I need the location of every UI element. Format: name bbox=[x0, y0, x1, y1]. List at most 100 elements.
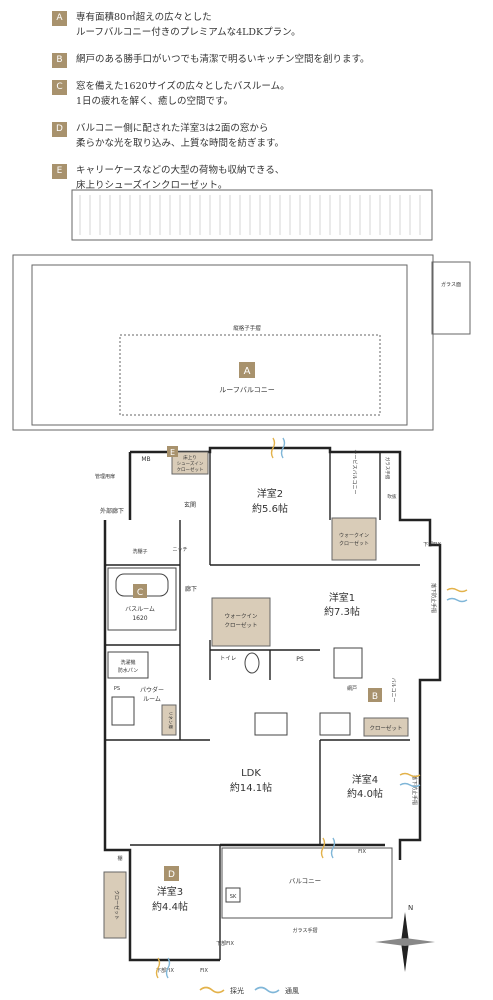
feature-text: キャリーケースなどの大型の荷物も収納できる、 bbox=[76, 165, 285, 176]
sk-box bbox=[225, 887, 241, 903]
glass-rail-label: ガラス手摺 bbox=[384, 457, 391, 480]
bottom-balcony bbox=[221, 847, 393, 919]
badge-b bbox=[368, 688, 382, 702]
fall-prevent-label: 落下防止手摺 bbox=[411, 775, 418, 805]
compass-icon: N bbox=[375, 904, 435, 972]
feature-badge: A bbox=[52, 11, 67, 26]
feature-text: バルコニー側に配された洋室3は2面の窓から bbox=[76, 123, 269, 134]
room3-size: 約4.4帖 bbox=[152, 900, 188, 913]
shoes-closet-label: シューズイン bbox=[177, 460, 204, 467]
balcony-label: バルコニー bbox=[289, 877, 321, 885]
walkin-closet-1 bbox=[211, 597, 271, 647]
feature-item: C 窓を備えた1620サイズの広々としたバスルーム。 1日の疲れを解く、癒しの空間で… bbox=[52, 79, 482, 109]
kitchen-sink bbox=[254, 712, 288, 736]
entrance-label: 玄関 bbox=[184, 501, 196, 509]
fix-label: FIX bbox=[358, 849, 366, 855]
walkin-closet-2 bbox=[331, 517, 377, 561]
linen-storage bbox=[161, 704, 177, 736]
roof-balcony-label: ルーフバルコニー bbox=[219, 386, 274, 394]
bathroom-label: 1620 bbox=[132, 615, 147, 622]
void-label: 吹抜 bbox=[388, 493, 397, 500]
roof-balcony-area bbox=[12, 189, 434, 431]
linen-label: リネン庫 bbox=[167, 711, 174, 729]
ps-label: PS bbox=[296, 656, 304, 663]
fall-prevent-label: 落下防止手摺 bbox=[430, 583, 437, 613]
shoes-closet-label: 床上り bbox=[183, 454, 197, 461]
room1-name: 洋室1 bbox=[329, 591, 355, 604]
walkin-closet-label: ウォークイン bbox=[224, 612, 258, 620]
corridor-label: 廊下 bbox=[185, 585, 197, 593]
service-balcony-label: サービスバルコニー bbox=[351, 450, 358, 495]
room4-size: 約4.0帖 bbox=[347, 787, 383, 800]
svg-text:B: B bbox=[372, 692, 378, 702]
vanity bbox=[111, 696, 135, 726]
walkin-closet-label: ウォークイン bbox=[339, 532, 369, 539]
svg-text:A: A bbox=[244, 366, 251, 377]
feature-item: A 専有面積80㎡超えの広々としたルーフバルコニー付きのプレミアムな4LDKプラン… bbox=[52, 10, 482, 40]
toilet-fixture bbox=[244, 652, 260, 674]
glass-rail-label: ガラス手摺 bbox=[293, 927, 318, 934]
svg-text:E: E bbox=[170, 448, 175, 457]
interior-walls bbox=[105, 452, 420, 960]
air-icon bbox=[254, 986, 280, 994]
room1-size: 約7.3帖 bbox=[324, 605, 360, 618]
feature-item: E キャリーケースなどの大型の荷物も収納できる、床上りシューズインクローゼット。 bbox=[52, 163, 482, 193]
washer-pan bbox=[107, 651, 149, 679]
small-balcony-label: バルコニー bbox=[390, 678, 396, 703]
light-air-marks bbox=[155, 437, 468, 979]
ldk-name: LDK bbox=[241, 768, 261, 779]
bathroom bbox=[107, 567, 177, 631]
air-legend-label: 通風 bbox=[285, 986, 299, 995]
feature-text: 専有面積80㎡超えの広々とした bbox=[76, 12, 212, 23]
shoes-closet bbox=[171, 451, 209, 475]
shelf-label: 棚 bbox=[117, 855, 122, 862]
badge-c bbox=[133, 584, 147, 598]
closet-room3 bbox=[103, 871, 127, 939]
light-legend-label: 採光 bbox=[230, 986, 244, 995]
feature-text: 窓を備えた1620サイズの広々としたバスルーム。 bbox=[76, 81, 290, 92]
svg-text:D: D bbox=[168, 870, 175, 880]
fix-label: FIX bbox=[200, 968, 208, 974]
cooktop bbox=[319, 712, 351, 736]
bath-shelf-label: 洗棚子 bbox=[132, 548, 147, 555]
glass-face-box bbox=[431, 261, 471, 335]
bathroom-label: バスルーム bbox=[125, 606, 155, 613]
fridge-space bbox=[333, 647, 363, 679]
feature-badge: D bbox=[52, 122, 67, 137]
lattice-rail-label: 縦格子手摺 bbox=[233, 324, 261, 332]
powder-label: ルーム bbox=[143, 696, 161, 703]
niche-label: ニッチ bbox=[172, 547, 187, 553]
management-door-label: 管理用扉 bbox=[95, 473, 115, 480]
closet-label: クローゼット bbox=[369, 724, 402, 732]
shoes-closet-label: クローゼット bbox=[177, 466, 204, 473]
washer-label: 防水パン bbox=[118, 667, 138, 674]
room2-size: 約5.6帖 bbox=[252, 502, 288, 515]
walkin-closet-label: クローゼット bbox=[339, 540, 369, 547]
ps-label: PS bbox=[114, 686, 120, 692]
room4-name: 洋室4 bbox=[352, 773, 378, 786]
room2-name: 洋室2 bbox=[257, 487, 283, 500]
feature-badge: B bbox=[52, 53, 67, 68]
mb-label: MB bbox=[141, 456, 150, 463]
lower-fix-label: 下部FIX bbox=[156, 967, 174, 974]
walkin-closet-label: クローゼット bbox=[224, 621, 257, 629]
badge-d bbox=[164, 866, 179, 881]
washer-label: 洗濯機 bbox=[120, 659, 135, 666]
closet-room4 bbox=[363, 717, 409, 737]
north-label: N bbox=[408, 904, 413, 912]
back-door-label: 網戸 bbox=[347, 685, 357, 692]
badge-e bbox=[167, 446, 178, 457]
sk-label: SK bbox=[230, 894, 237, 900]
lower-fix-label: 下部FIX bbox=[216, 940, 234, 947]
light-icon bbox=[199, 986, 225, 994]
feature-text: ルーフバルコニー付きのプレミアムな4LDKプラン。 bbox=[76, 27, 301, 38]
closet-label: クローゼット bbox=[113, 890, 120, 920]
feature-text: 1日の疲れを解く、癒しの空間です。 bbox=[76, 96, 234, 107]
feature-text: 床上りシューズインクローゼット。 bbox=[76, 180, 228, 191]
toilet-label: トイレ bbox=[220, 656, 237, 662]
feature-badge: C bbox=[52, 80, 67, 95]
feature-badge: E bbox=[52, 164, 67, 179]
